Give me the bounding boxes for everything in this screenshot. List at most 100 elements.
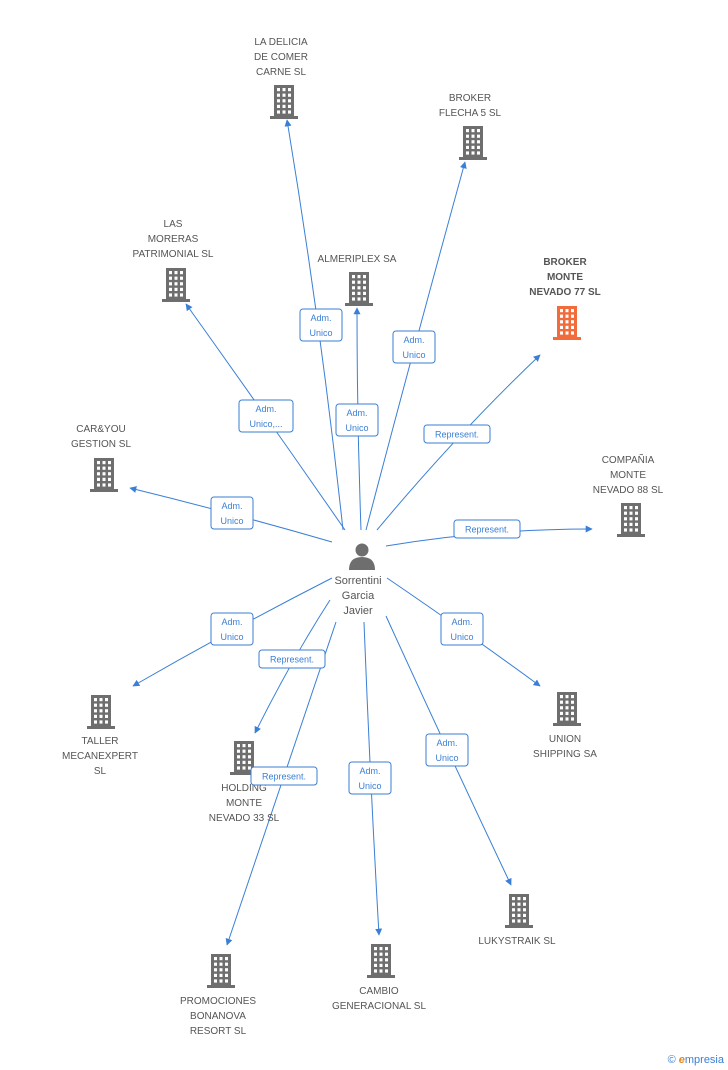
company-label-line: PROMOCIONES <box>180 996 256 1007</box>
relation-label-box <box>299 308 343 342</box>
company-label-line: NEVADO 77 SL <box>529 287 601 298</box>
relation-label-text: Represent. <box>435 430 479 440</box>
building-icon <box>553 692 581 726</box>
relation-label-text: Unico <box>345 423 368 433</box>
company-label-line: ALMERIPLEX SA <box>318 254 397 265</box>
relation-label-text: Represent. <box>262 772 306 782</box>
company-node-almeriplex[interactable]: ALMERIPLEX SA <box>318 254 397 306</box>
relation-label-union[interactable]: Adm. Unico <box>440 612 484 646</box>
building-icon <box>553 306 581 340</box>
building-icon <box>367 944 395 978</box>
company-label-line: CAR&YOU <box>76 424 125 435</box>
building-icon <box>270 85 298 119</box>
relation-label-text: Unico <box>435 753 458 763</box>
building-icon <box>505 894 533 928</box>
relation-label-text: Adm. <box>451 617 472 627</box>
company-node-lukystraik[interactable]: LUKYSTRAIK SL <box>478 894 556 947</box>
relation-label-promociones[interactable]: Represent. <box>250 766 318 786</box>
relation-label-compania-monte[interactable]: Represent. <box>453 519 521 539</box>
company-label-line: BROKER <box>449 93 491 104</box>
relation-label-text: Adm. <box>346 408 367 418</box>
company-label-line: PATRIMONIAL SL <box>133 249 214 260</box>
company-node-cambio[interactable]: CAMBIO GENERACIONAL SL <box>332 944 427 1012</box>
building-icon <box>90 458 118 492</box>
company-label-line: UNION <box>549 734 581 745</box>
relation-label-text: Adm. <box>436 738 457 748</box>
relation-label-car-you[interactable]: Adm.Unico <box>210 496 254 530</box>
copyright-mark: © <box>667 1054 676 1066</box>
person-name-line: Garcia <box>342 590 375 602</box>
relation-label-text: Represent. <box>465 525 509 535</box>
relation-label-box <box>453 519 521 539</box>
relation-label-box <box>210 612 254 646</box>
relation-label-la-delicia[interactable]: Adm.Unico <box>299 308 343 342</box>
building-icon <box>230 741 258 775</box>
building-icon <box>617 503 645 537</box>
relation-label-box <box>210 496 254 530</box>
company-label-line: CAMBIO <box>359 986 399 997</box>
company-node-compania-monte[interactable]: COMPAÑIA MONTE NEVADO 88 SL <box>593 453 664 537</box>
relation-label-box <box>348 761 392 795</box>
company-label-line: TALLER <box>81 736 118 747</box>
relation-label-box <box>425 733 469 767</box>
relation-label-taller[interactable]: Adm. Unico <box>210 612 254 646</box>
relation-label-lukystraik[interactable]: Adm. Unico <box>425 733 469 767</box>
relation-label-box <box>250 766 318 786</box>
relation-label-las-moreras[interactable]: Adm.Unico,... <box>238 399 294 433</box>
company-label-line: GESTION SL <box>71 439 131 450</box>
company-label-line: LA DELICIA <box>254 37 308 48</box>
edge-labels-layer: Adm.UnicoAdm.UnicoAdm.UnicoAdm.Unico,...… <box>210 308 521 795</box>
relation-label-text: Unico <box>450 632 473 642</box>
company-node-broker-flecha[interactable]: BROKER FLECHA 5 SL <box>439 93 502 160</box>
company-node-car-you[interactable]: CAR&YOU GESTION SL <box>71 424 131 492</box>
company-label-line: MONTE <box>547 272 583 283</box>
relation-label-text: Adm. <box>310 313 331 323</box>
company-label-line: RESORT SL <box>190 1026 247 1037</box>
relation-label-broker-flecha[interactable]: Adm.Unico <box>392 330 436 364</box>
relation-label-box <box>258 649 326 669</box>
company-label-line: HOLDING <box>221 783 267 794</box>
relation-label-text: Represent. <box>270 655 314 665</box>
company-label-line: BONANOVA <box>190 1011 246 1022</box>
relation-label-almeriplex[interactable]: Adm. Unico <box>335 403 379 437</box>
relation-label-text: Adm. <box>221 617 242 627</box>
company-label-line: BROKER <box>543 257 587 268</box>
relation-label-box <box>238 399 294 433</box>
company-label-line: COMPAÑIA <box>602 453 655 466</box>
company-node-holding[interactable]: HOLDING MONTE NEVADO 33 SL <box>209 741 280 824</box>
relation-label-text: Unico,... <box>249 419 282 429</box>
relation-label-box <box>392 330 436 364</box>
building-icon <box>459 126 487 160</box>
company-label-line: MONTE <box>226 798 262 809</box>
relation-label-holding[interactable]: Represent. <box>258 649 326 669</box>
company-label-line: NEVADO 33 SL <box>209 813 280 824</box>
brand-name: mpresia <box>684 1054 724 1066</box>
company-label-line: FLECHA 5 SL <box>439 108 502 119</box>
company-label-line: NEVADO 88 SL <box>593 485 664 496</box>
building-icon <box>207 954 235 988</box>
relation-label-text: Unico <box>220 632 243 642</box>
company-label-line: DE COMER <box>254 52 308 63</box>
company-node-promociones[interactable]: PROMOCIONES BONANOVA RESORT SL <box>180 954 256 1037</box>
person-name-line: Javier <box>343 605 373 617</box>
relation-label-box <box>423 424 491 444</box>
relation-label-text: Adm. <box>359 766 380 776</box>
relation-label-text: Adm. <box>403 335 424 345</box>
company-label-line: LUKYSTRAIK SL <box>478 936 556 947</box>
company-node-broker-monte[interactable]: BROKER MONTE NEVADO 77 SL <box>529 257 601 340</box>
company-label-line: MONTE <box>610 470 646 481</box>
relation-label-box <box>335 403 379 437</box>
company-label-line: SL <box>94 766 107 777</box>
relation-label-broker-monte[interactable]: Represent. <box>423 424 491 444</box>
person-icon <box>349 543 375 570</box>
company-label-line: GENERACIONAL SL <box>332 1001 427 1012</box>
building-icon <box>87 695 115 729</box>
relation-label-cambio[interactable]: Adm. Unico <box>348 761 392 795</box>
building-icon <box>162 268 190 302</box>
relation-label-text: Unico <box>358 781 381 791</box>
